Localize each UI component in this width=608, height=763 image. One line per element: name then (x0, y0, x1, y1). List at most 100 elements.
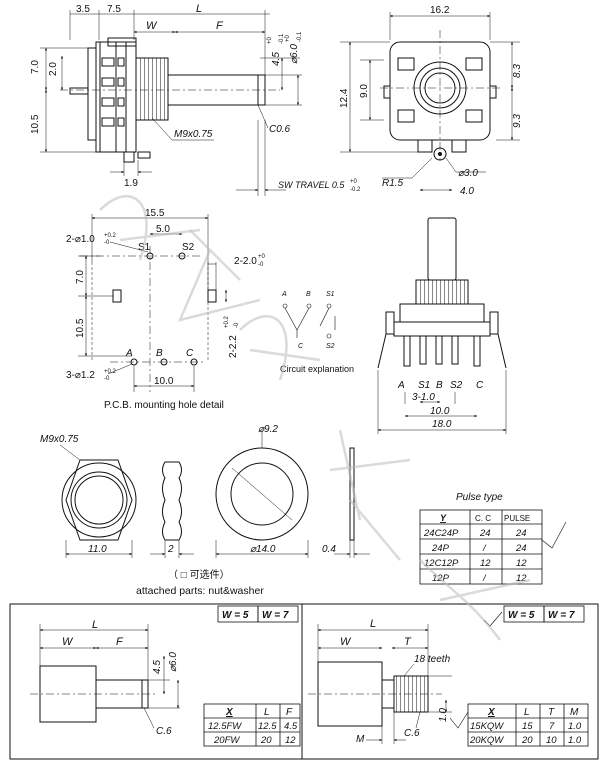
front-pitch-4-0: 4.0 (460, 186, 474, 197)
pulse-r0-c2: 24 (515, 528, 527, 539)
br-h-t: T (548, 707, 555, 718)
sw-travel-tol-lo: -0.2 (350, 187, 361, 193)
pcb-pin-a: A (125, 348, 133, 359)
dim-right-4-5-tol-lo: -0.1 (279, 33, 285, 44)
pcb-slot2-tol-lo: -0 (234, 322, 240, 328)
bl-r1-c2: 12 (285, 735, 296, 746)
bl-r0-c0: 12.5FW (208, 721, 242, 732)
washer-id: ⌀9.2 (258, 424, 278, 435)
dim-bottom-1-9: 1.9 (124, 178, 138, 189)
br-r1-c0: 20KQW (469, 735, 504, 746)
washer-thickness: 0.4 (322, 544, 336, 555)
br-r0-c2: 7 (549, 721, 555, 732)
pulse-r1-c0: 24P (431, 543, 450, 554)
front-width: 16.2 (430, 5, 450, 16)
pcb-caption: P.C.B. mounting hole detail (104, 400, 224, 411)
dim-right-6-0: ⌀6.0 (289, 44, 300, 64)
pcb-width-5-0: 5.0 (156, 224, 170, 235)
sw-travel-label: SW TRAVEL 0.5 (278, 180, 345, 190)
br-chamfer: C.6 (404, 728, 420, 739)
attached-parts-label: attached parts: nut&washer (136, 585, 264, 597)
side-width-18-0: 18.0 (432, 419, 452, 430)
bl-w7: W = 7 (262, 610, 289, 621)
pcb-pin-c: C (186, 348, 194, 359)
br-dim-w: W (340, 636, 352, 648)
pulse-r3-c2: 12 (516, 573, 527, 584)
circuit-pin-s1: S1 (326, 291, 335, 298)
circuit-pin-b: B (306, 291, 311, 298)
pcb-hole1-tol-lo: -0 (104, 240, 110, 246)
pcb-slot: 2-2.0 (234, 256, 257, 267)
dim-right-6-0-tol-lo: -0.1 (297, 31, 303, 42)
side-pins (403, 335, 481, 367)
watermark-strokes (99, 195, 531, 641)
pcb-slot-tol-lo: -0 (258, 262, 264, 268)
side-pin-s2: S2 (450, 380, 463, 391)
pcb-slot-tol-hi: +0 (258, 254, 266, 260)
br-h-l: L (524, 707, 530, 718)
pulse-r2-c0: 12C12P (424, 558, 459, 569)
pcb-slot2: 2-2.2 (228, 335, 239, 358)
side-pitch: 3-1.0 (412, 392, 435, 403)
br-w7: W = 7 (548, 610, 575, 621)
br-r1-c2: 10 (546, 735, 557, 746)
bl-dim-4-5: 4.5 (152, 660, 163, 674)
bl-w5: W = 5 (222, 610, 249, 621)
pulse-r3-c1: / (482, 573, 487, 584)
circuit-pin-c: C (298, 343, 304, 350)
side-width-10-0: 10.0 (430, 406, 450, 417)
dim-right-4-5: 4.5 (271, 52, 282, 66)
pulse-header-pulse: PULSE (504, 514, 530, 523)
br-r0-c3: 1.0 (568, 721, 582, 732)
br-teeth: 18 teeth (414, 654, 451, 665)
br-r0-c1: 15 (522, 721, 533, 732)
br-r1-c1: 20 (521, 735, 533, 746)
dim-top-w: W (146, 20, 158, 32)
br-m: M (356, 734, 365, 745)
bl-dim-f: F (116, 636, 124, 648)
dim-right-4-5-tol-hi: +0 (267, 36, 273, 44)
bl-dim-w: W (62, 636, 74, 648)
nut-washer: M9x0.75 11.0 2 ⌀9.2 ⌀14.0 0.4 （ □ (40, 424, 370, 597)
circuit-pin-a: A (281, 291, 287, 298)
side-pin-b: B (436, 380, 443, 391)
front-right-9-3: 9.3 (512, 114, 523, 128)
bl-h-x: X (225, 707, 234, 718)
side-view: A S1 B S2 C 3-1.0 10.0 18.0 (377, 217, 507, 434)
thread-label: M9x0.75 (174, 129, 213, 140)
br-r1-c3: 1.0 (568, 735, 582, 746)
br-w5: W = 5 (508, 610, 535, 621)
top-view: 3.5 7.5 L W F 7.0 (30, 3, 361, 196)
br-h-m: M (570, 707, 579, 718)
nut-thickness: 2 (167, 544, 174, 555)
sw-travel-tol-hi: +0 (350, 179, 358, 185)
pulse-title: Pulse type (456, 492, 503, 503)
bl-r0-c2: 4.5 (284, 721, 298, 732)
bl-dim-l: L (92, 619, 98, 631)
br-dim-t: T (404, 636, 412, 648)
bl-h-l: L (264, 707, 270, 718)
washer-od: ⌀14.0 (250, 544, 276, 555)
dim-top-f: F (216, 20, 224, 32)
front-left-12-4: 12.4 (339, 88, 350, 108)
circuit-caption: Circuit explanation (280, 364, 354, 374)
pcb-hole-detail: 15.5 5.0 2-⌀1.0 +0.2 -0 S1 S2 2-2.0 +0 -… (66, 208, 266, 411)
front-r1-5: R1.5 (382, 178, 404, 189)
pcb-h-7-0: 7.0 (75, 270, 86, 284)
bl-dim-6-0: ⌀6.0 (168, 652, 179, 672)
side-pin-s1: S1 (418, 380, 430, 391)
bl-r1-c0: 20FW (213, 735, 240, 746)
pcb-slot2-tol-hi: +0.2 (224, 315, 230, 328)
pcb-pin-b: B (156, 348, 163, 359)
pulse-header-y: Y (440, 513, 447, 523)
circuit-explanation: A B S1 C S2 Circuit explanation (280, 291, 354, 374)
pulse-r2-c1: 12 (480, 558, 491, 569)
chamfer-label: C0.6 (269, 124, 291, 135)
dim-left-7-0: 7.0 (30, 60, 41, 74)
front-view: 16.2 12.4 9.0 8.3 9.3 (339, 5, 523, 197)
br-h-x: X (487, 707, 496, 718)
side-pin-a: A (397, 380, 405, 391)
dim-top-3-5: 3.5 (76, 4, 90, 15)
pulse-header-cc: C. C (475, 514, 491, 523)
